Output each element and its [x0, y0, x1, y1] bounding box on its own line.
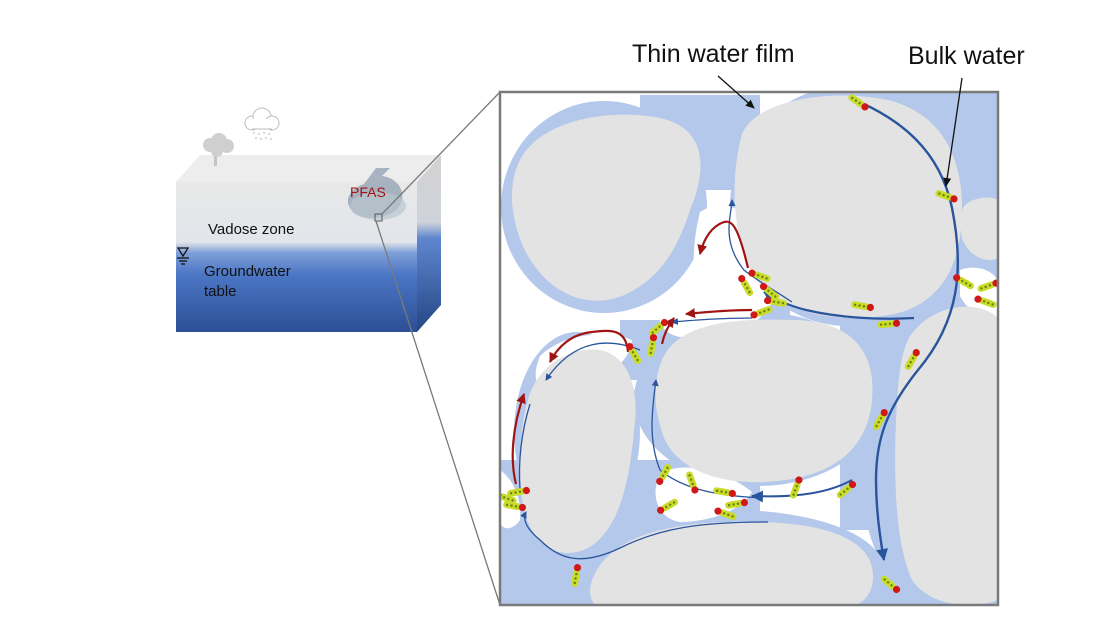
- block-side-face: [417, 155, 441, 332]
- soil-grains: [511, 95, 998, 605]
- bulk-flow-arrow: [751, 479, 853, 503]
- grain: [734, 95, 962, 319]
- film-pointer-arrow: [717, 75, 755, 109]
- grain: [590, 521, 873, 605]
- grain: [511, 114, 701, 301]
- groundwater-table-label: Groundwater table: [204, 262, 291, 302]
- interface-arrow: [660, 317, 675, 345]
- grain: [520, 349, 636, 554]
- pfas-spill-halo: [350, 192, 406, 220]
- groundwater-label-line1: Groundwater: [204, 263, 291, 280]
- pfas-label: PFAS: [350, 184, 386, 200]
- bulk-water-label: Bulk water: [908, 42, 1025, 70]
- rain-cloud-icon: [244, 107, 280, 140]
- film-flow-arrow: [728, 199, 793, 303]
- interface-arrows: [511, 220, 753, 485]
- ground-block: [176, 107, 441, 332]
- pore-scale-view: [500, 92, 998, 605]
- grain: [960, 197, 998, 260]
- interface-arrow: [697, 220, 750, 269]
- water-table-symbol-icon: [176, 247, 190, 265]
- tree-icon: [203, 133, 234, 166]
- bulk-pointer-arrow: [943, 77, 963, 187]
- zoom-source-box: [374, 213, 383, 222]
- bulk-flow-arrow: [849, 96, 960, 561]
- grain: [655, 319, 873, 483]
- film-flow-arrow: [520, 511, 769, 560]
- thin-water-film-label: Thin water film: [632, 40, 795, 68]
- film-flow-arrow: [671, 317, 753, 325]
- interface-arrow: [549, 329, 630, 363]
- grain: [895, 306, 998, 605]
- zoom-line-top: [381, 91, 501, 215]
- vadose-zone-label: Vadose zone: [208, 221, 295, 238]
- interface-arrow: [685, 308, 753, 319]
- groundwater-label-line2: table: [204, 283, 237, 300]
- interface-arrow: [511, 393, 526, 485]
- film-flow-arrow: [518, 403, 531, 491]
- water-flow-arrows: [518, 96, 960, 561]
- zoom-line-bottom: [375, 220, 501, 606]
- zoom-frame: [498, 90, 1000, 607]
